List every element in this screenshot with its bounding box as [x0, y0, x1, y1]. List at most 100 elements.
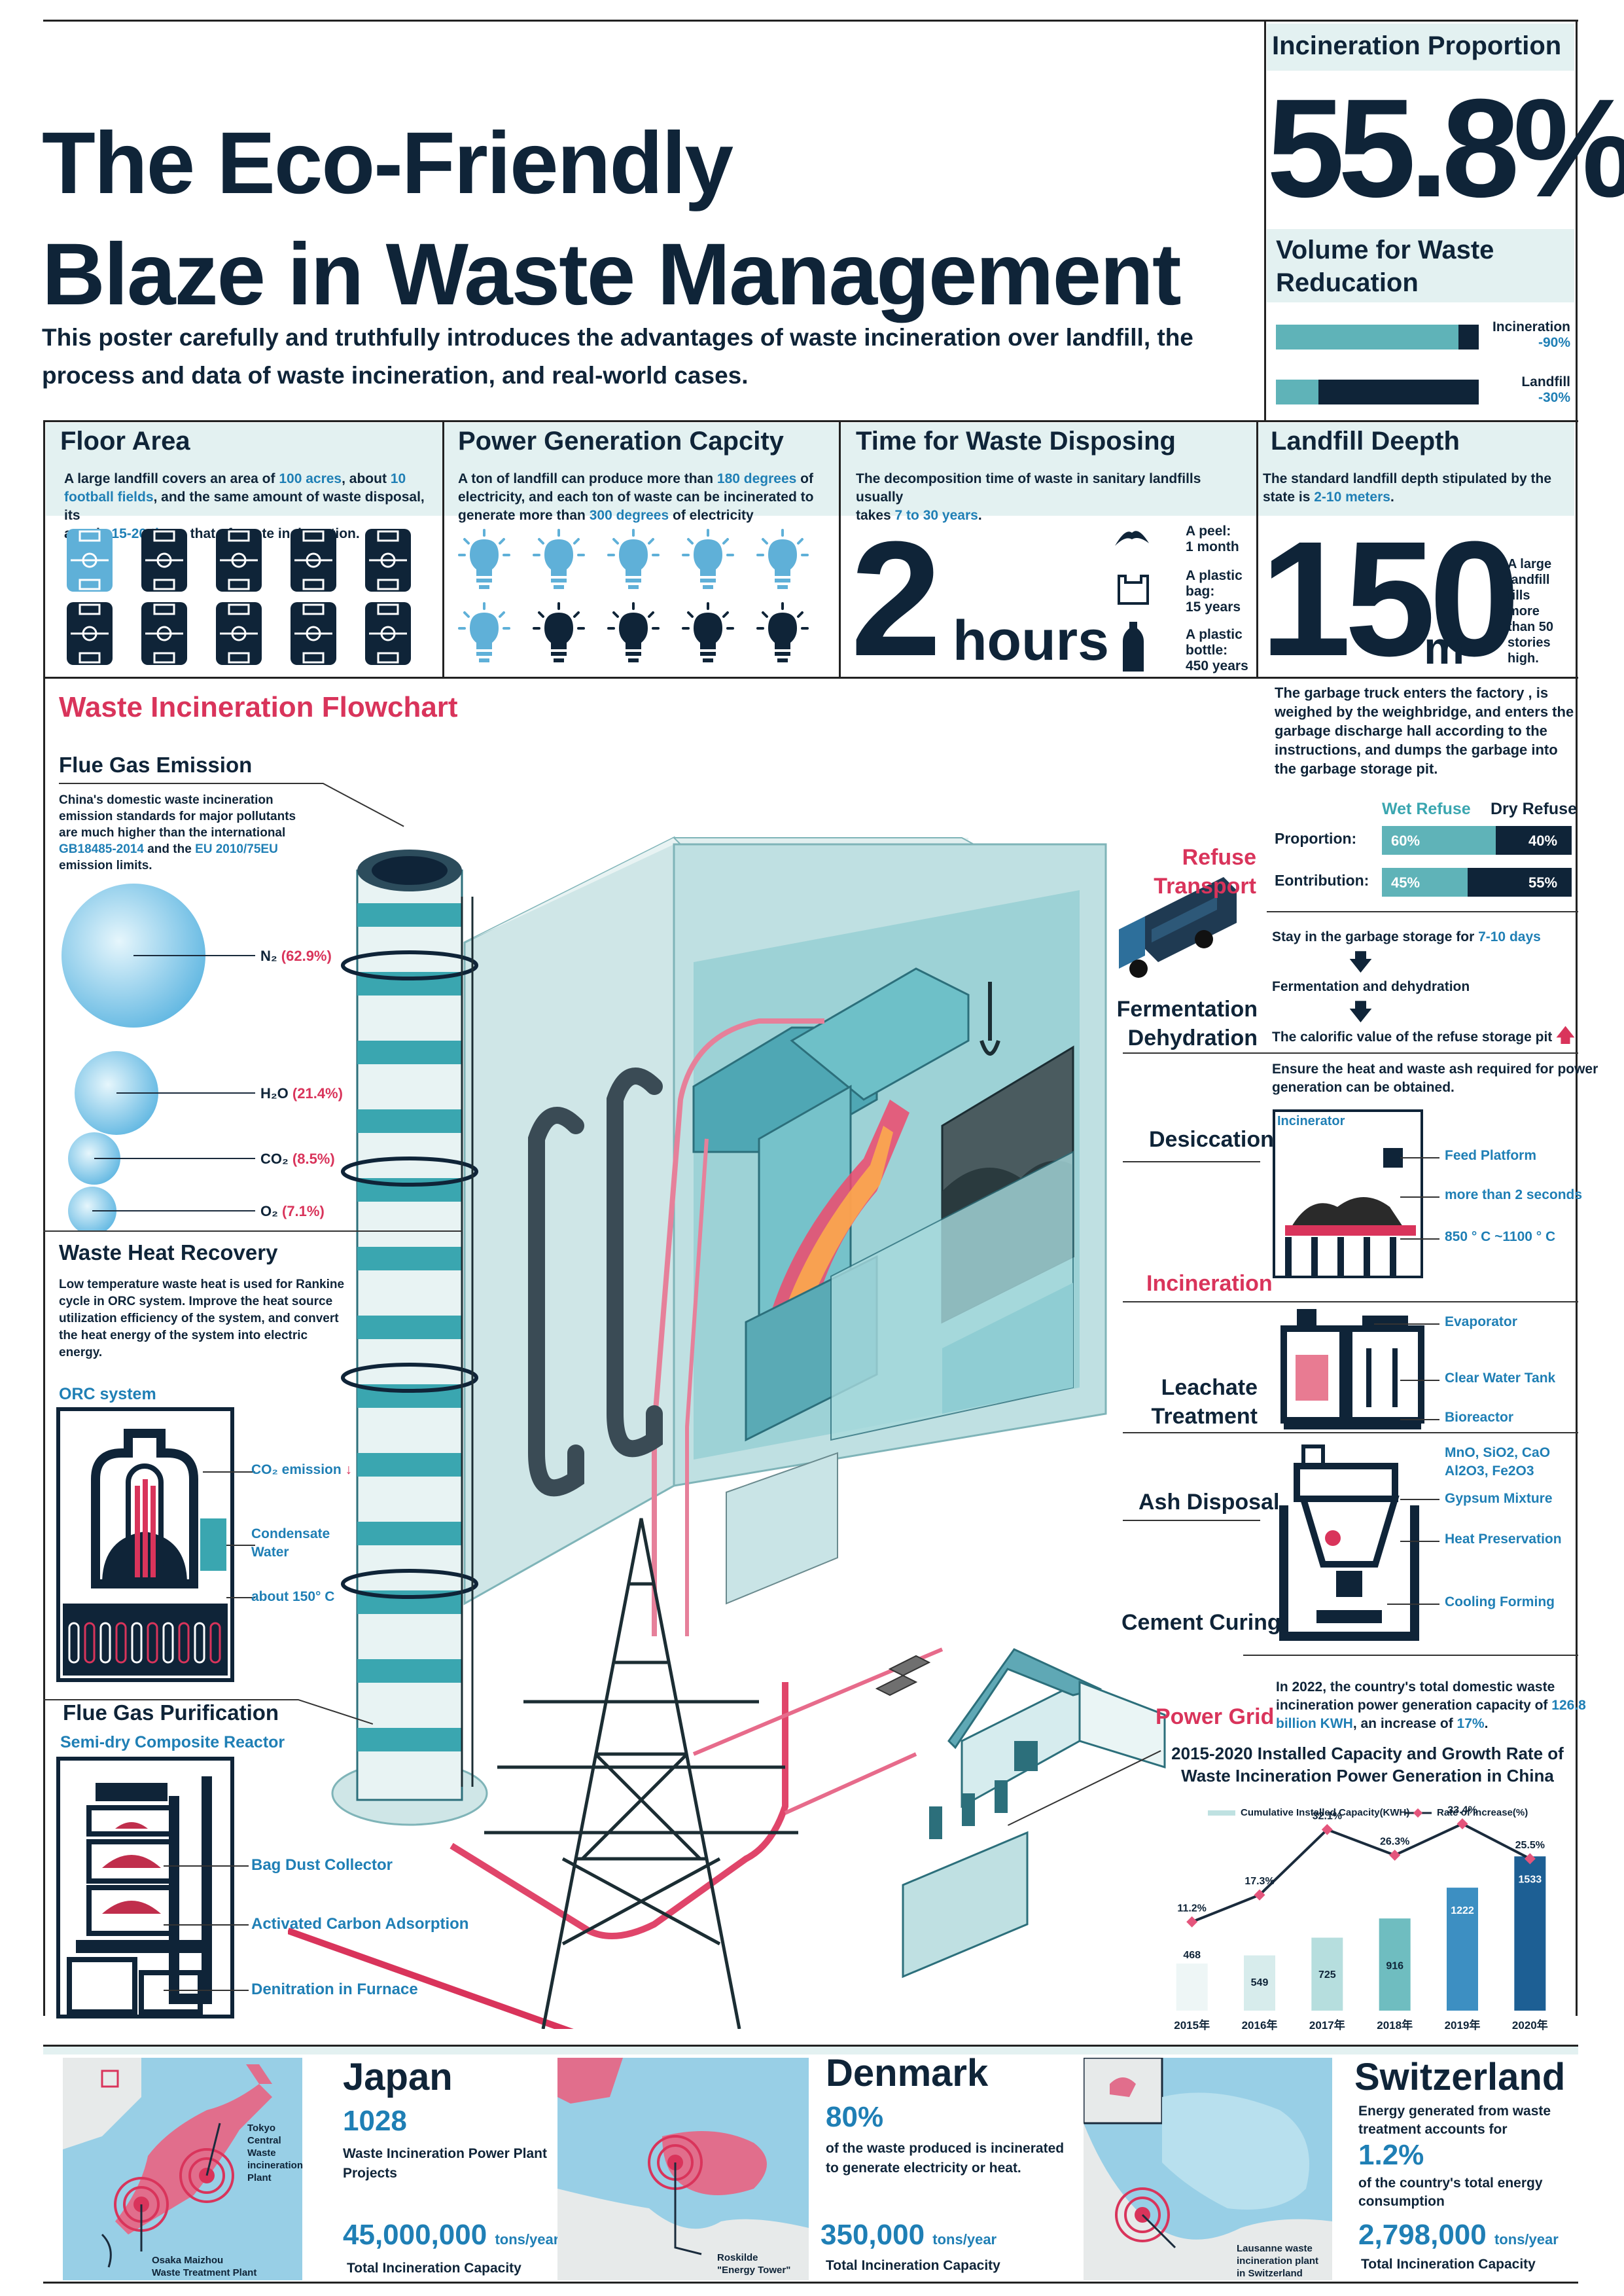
switzerland-name: Switzerland [1354, 2056, 1566, 2098]
chart-bar-label: 468 [1183, 1950, 1201, 1961]
chart-bar [1176, 1964, 1208, 2011]
contribution-row-label: Eontribution: [1275, 872, 1369, 889]
power-grid-label: Power Grid [1156, 1704, 1275, 1729]
orc-label-co2: CO₂ emission ↓ [251, 1462, 353, 1477]
truck-text: The garbage truck enters the factory , i… [1275, 685, 1574, 777]
steam-pipe [652, 1018, 824, 1636]
football-field-icon [291, 529, 336, 592]
chart-bar-label: 725 [1318, 1969, 1336, 1981]
ash-label-3: Heat Preservation [1445, 1532, 1562, 1547]
leach-label-1: Evaporator [1445, 1314, 1517, 1329]
heat-exchanger-pipe-2 [607, 1067, 663, 1458]
panel-divider-3 [1256, 420, 1258, 678]
denmark-map [557, 2058, 809, 2280]
japan-bottom: 45,000,000 tons/year [343, 2219, 559, 2251]
orc-label-temp: about 150° C [251, 1589, 335, 1604]
chart-x-tick: 2016年 [1242, 2018, 1278, 2032]
light-bulb-icon [533, 529, 585, 589]
purif-line-2 [164, 1924, 249, 1926]
flue-title-rule [59, 783, 323, 784]
football-field-icon [141, 529, 187, 592]
ash-label-2: Gypsum Mixture [1445, 1491, 1553, 1506]
subtitle-line-2: process and data of waste incineration, … [42, 362, 749, 389]
volume-bar-fill [1276, 380, 1318, 404]
chart-bar [1447, 1888, 1478, 2011]
japan-bottom-label: Total Incineration Capacity [347, 2261, 521, 2276]
ensure-text: Ensure the heat and waste ash required f… [1272, 1062, 1598, 1095]
denmark-bottom-label: Total Incineration Capacity [826, 2258, 1000, 2273]
plastic-bottle-icon [1123, 622, 1144, 672]
transformer [902, 1780, 1029, 1979]
arrow-down-icon: 🡇 [1349, 950, 1372, 975]
depth-text: The standard landfill depth stipulated b… [1263, 471, 1552, 505]
light-bulb-icon [682, 529, 734, 589]
light-bulb-icon [756, 602, 809, 662]
football-field-icon [365, 602, 411, 665]
inc-line-1 [1400, 1157, 1439, 1158]
orc-line-3 [226, 1597, 255, 1598]
leach-label-2: Clear Water Tank [1445, 1371, 1556, 1386]
gas-label: CO₂ (8.5%) [260, 1151, 335, 1167]
chart-x-tick: 2020年 [1512, 2018, 1548, 2032]
time-title: Time for Waste Disposing [856, 427, 1176, 456]
volume-heading-1: Volume for Waste [1276, 236, 1494, 264]
leachate-diagram [1280, 1309, 1424, 1429]
power-title: Power Generation Capcity [458, 427, 784, 456]
refuse-bar-dry-label: 55% [1528, 874, 1558, 891]
chart-bar-label: 1222 [1451, 1905, 1474, 1916]
chart-title-1: 2015-2020 Installed Capacity and Growth … [1171, 1744, 1564, 1763]
chart-bar [1311, 1937, 1343, 2011]
purif-label-1: Bag Dust Collector [251, 1856, 393, 1874]
light-bulb-icon [607, 529, 660, 589]
incineration-label: Incineration [1146, 1271, 1273, 1296]
light-bulb-icon [756, 529, 809, 589]
volume-heading-2: Reducation [1276, 268, 1419, 297]
football-field-icon [216, 602, 262, 665]
panels-top-rule [43, 420, 1578, 422]
proportion-panel-border [1264, 20, 1266, 420]
volume-bar-label: Incineration-90% [1492, 319, 1570, 350]
panel-divider-2 [839, 420, 841, 678]
dry-refuse-label: Dry Refuse [1491, 800, 1577, 818]
football-field-icon [216, 529, 262, 592]
cement-label: Cement Curing [1121, 1610, 1281, 1635]
chart-rate-label: 11.2% [1177, 1903, 1206, 1914]
chart-bar-label: 549 [1251, 1977, 1269, 1988]
football-field-icon [67, 602, 113, 665]
flue-title: Flue Gas Emission [59, 753, 253, 777]
light-bulb-icon [458, 602, 510, 662]
time-text: The decomposition time of waste in sanit… [856, 471, 1201, 523]
chart-bar [1244, 1955, 1275, 2011]
leachate-rule [1123, 1432, 1578, 1433]
switzerland-bottom-label: Total Incineration Capacity [1361, 2257, 1536, 2272]
denmark-name: Denmark [826, 2052, 989, 2094]
purif-title: Flue Gas Purification [63, 1700, 279, 1725]
chart-rate-marker [1186, 1916, 1198, 1928]
chart-rate-label: 26.3% [1380, 1836, 1409, 1847]
japan-stat: 1028 [343, 2105, 407, 2137]
refuse-bar-dry-label: 40% [1528, 833, 1558, 849]
power-pylon [484, 1518, 798, 2029]
left-border [43, 420, 45, 2016]
chart-rate-label: 17.3% [1244, 1876, 1274, 1887]
leach-line-2 [1400, 1380, 1439, 1381]
desiccation-label: Desiccation [1149, 1127, 1274, 1152]
cement-rule [1243, 1655, 1578, 1656]
inc-label-3: 850 ° C ~1100 ° C [1445, 1229, 1556, 1244]
volume-bar-fill [1276, 325, 1458, 350]
subtitle-line-1: This poster carefully and truthfully int… [42, 324, 1193, 351]
power-cable-1 [288, 1928, 574, 2029]
light-bulb-icon [682, 602, 734, 662]
incinerator-label: Incinerator [1277, 1114, 1345, 1128]
chart-bar [1379, 1918, 1411, 2011]
flowchart-title: Waste Incineration Flowchart [59, 691, 458, 723]
gas-label: H₂O (21.4%) [260, 1085, 343, 1102]
leach-line-3 [1400, 1419, 1439, 1420]
